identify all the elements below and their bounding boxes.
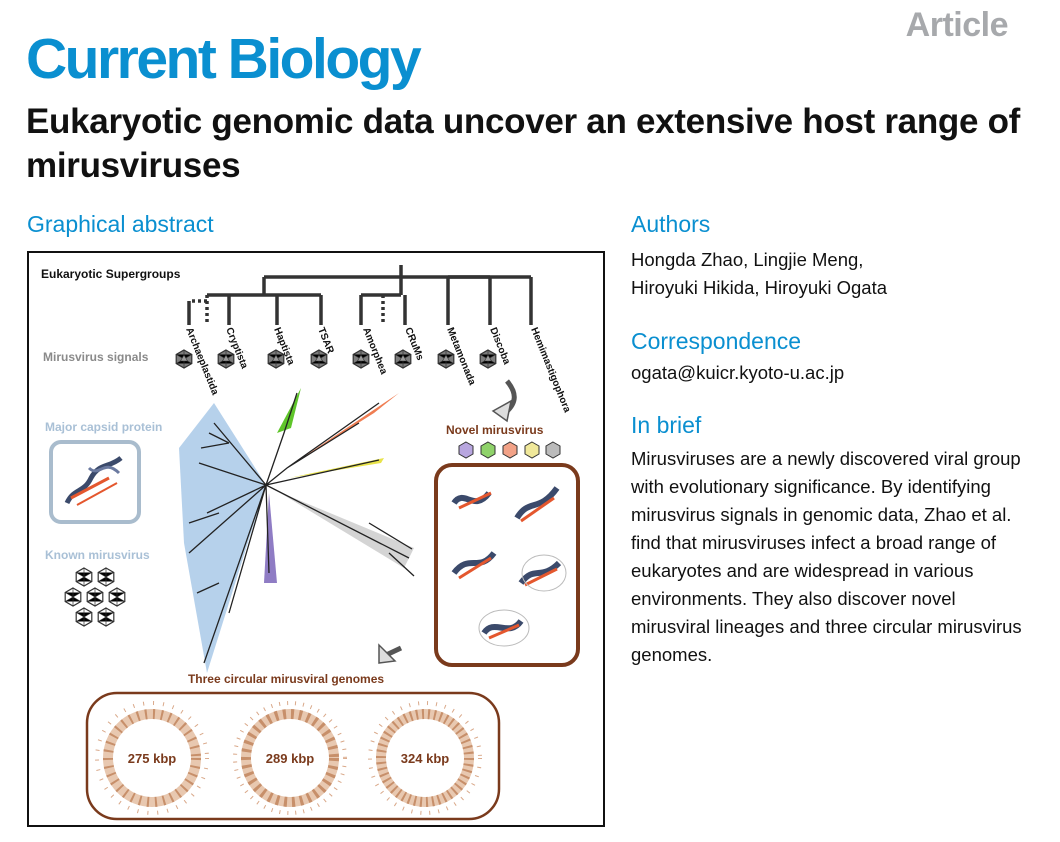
- correspondence-email[interactable]: ogata@kuicr.kyoto-u.ac.jp: [631, 362, 845, 383]
- authors-line[interactable]: Hiroyuki Hikida, Hiroyuki Ogata: [631, 277, 888, 298]
- genome-size-label: 275 kbp: [128, 751, 176, 766]
- genomes-title: Three circular mirusviral genomes: [188, 672, 384, 686]
- circular-genome: [368, 701, 482, 815]
- authors-list: Hongda Zhao, Lingjie Meng, Hiroyuki Hiki…: [631, 246, 1031, 302]
- authors-line[interactable]: Hongda Zhao, Lingjie Meng,: [631, 249, 864, 270]
- mirusvirus-signals-label: Mirusvirus signals: [43, 350, 149, 364]
- phylogenetic-tree: [179, 388, 415, 673]
- genomes-box: [85, 691, 501, 821]
- novel-structures-box: [434, 463, 580, 667]
- supergroup-label: Hemimastigophora: [528, 326, 572, 415]
- journal-name[interactable]: Current Biology: [26, 27, 422, 91]
- graphical-abstract-figure: Eukaryotic Supergroups Archaeplastida Cr: [27, 251, 605, 827]
- graphical-abstract-heading: Graphical abstract: [27, 211, 214, 237]
- genome-size-label: 289 kbp: [266, 751, 314, 766]
- article-type-label: Article: [905, 6, 1009, 44]
- circular-genome: [233, 701, 347, 815]
- supergroup-label: Amorphea: [360, 326, 389, 376]
- in-brief-heading: In brief: [631, 412, 702, 438]
- major-capsid-label: Major capsid protein: [45, 420, 162, 434]
- genome-size-label: 324 kbp: [401, 751, 449, 766]
- mirusvirus-signal-icons: [175, 349, 497, 369]
- authors-heading: Authors: [631, 211, 711, 237]
- novel-mirusvirus-label: Novel mirusvirus: [446, 423, 544, 437]
- correspondence-heading: Correspondence: [631, 328, 802, 354]
- protein-structure-icon: [64, 455, 123, 506]
- known-mirusvirus-label: Known mirusvirus: [45, 548, 150, 562]
- circular-genome: [95, 701, 209, 815]
- capsid-structure-box: [49, 440, 141, 524]
- supergroups-title: Eukaryotic Supergroups: [41, 267, 181, 281]
- novel-mirusvirus-icons: [458, 441, 561, 459]
- supergroup-tree: [187, 265, 533, 325]
- article-title: Eukaryotic genomic data uncover an exten…: [26, 102, 1021, 185]
- novel-protein-structures: [451, 486, 567, 647]
- in-brief-text: Mirusviruses are a newly discovered vira…: [631, 448, 1022, 665]
- known-mirusvirus-icons: [64, 567, 126, 627]
